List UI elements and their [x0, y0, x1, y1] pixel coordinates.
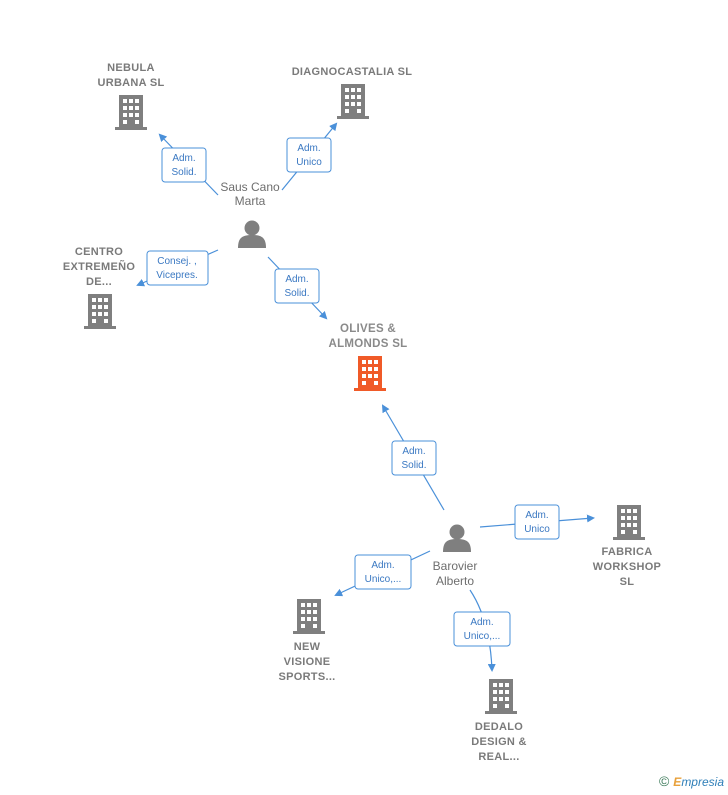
role-box-saus-diagno[interactable]: Adm. Unico — [286, 137, 332, 173]
role-box-saus-centro[interactable]: Consej. , Vicepres. — [146, 250, 209, 286]
role-line: Adm. — [285, 274, 308, 285]
role-line: Unico — [524, 524, 550, 535]
role-line: Adm. — [371, 560, 394, 571]
company-name-line: DESIGN & — [471, 736, 527, 748]
brand-name: mpresia — [681, 775, 724, 789]
person-name-line: Saus Cano — [220, 180, 280, 194]
role-box-barovier-dedalo[interactable]: Adm. Unico,... — [453, 611, 511, 647]
person-node-barovier[interactable]: Barovier Alberto — [433, 524, 478, 589]
company-name-line: DEDALO — [475, 721, 523, 733]
company-name-line: REAL... — [478, 751, 519, 763]
company-name-line: WORKSHOP — [593, 561, 661, 573]
company-node-fabrica[interactable]: FABRICA WORKSHOP SL — [593, 505, 661, 588]
role-line: Vicepres. — [156, 270, 198, 281]
company-node-centro[interactable]: CENTRO EXTREMEÑO DE... — [63, 246, 136, 329]
company-name-line: EXTREMEÑO — [63, 260, 136, 273]
person-name-line: Alberto — [436, 574, 474, 588]
company-name-line: CENTRO — [75, 246, 123, 258]
role-box-barovier-olives[interactable]: Adm. Solid. — [391, 440, 437, 476]
building-icon-main — [354, 356, 386, 391]
person-node-saus[interactable]: Saus Cano Marta — [220, 180, 280, 248]
company-name-line: URBANA SL — [97, 77, 164, 89]
company-name-line: DE... — [86, 276, 112, 288]
role-line: Adm. — [470, 617, 493, 628]
building-icon — [84, 294, 116, 329]
company-name-line: VISIONE — [284, 656, 331, 668]
company-node-dedalo[interactable]: DEDALO DESIGN & REAL... — [471, 679, 527, 763]
person-icon — [238, 220, 266, 248]
role-box-saus-olives[interactable]: Adm. Solid. — [274, 268, 320, 304]
company-name-line: SPORTS... — [278, 671, 335, 683]
role-box-barovier-newvis[interactable]: Adm. Unico,... — [354, 554, 412, 590]
company-name-line: FABRICA — [602, 546, 653, 558]
copyright-footer: ©Empresia — [659, 773, 724, 789]
company-node-newvis[interactable]: NEW VISIONE SPORTS... — [278, 599, 335, 683]
company-name-line: OLIVES & — [340, 323, 396, 335]
role-line: Adm. — [525, 510, 548, 521]
role-labels: Adm. Solid. Adm. Unico Consej. , Vicepre… — [146, 137, 560, 647]
role-line: Adm. — [402, 446, 425, 457]
role-line: Unico,... — [365, 574, 402, 585]
company-node-diagno[interactable]: DIAGNOCASTALIA SL — [292, 66, 413, 119]
role-line: Unico — [296, 157, 322, 168]
building-icon — [613, 505, 645, 540]
person-name-line: Barovier — [433, 559, 478, 573]
company-name-line: NEBULA — [107, 62, 155, 74]
role-line: Solid. — [171, 167, 196, 178]
building-icon — [485, 679, 517, 714]
person-icon — [443, 524, 471, 552]
building-icon — [293, 599, 325, 634]
role-line: Solid. — [284, 288, 309, 299]
building-icon — [337, 84, 369, 119]
company-name-line: DIAGNOCASTALIA SL — [292, 66, 413, 78]
role-line: Adm. — [297, 143, 320, 154]
building-icon — [115, 95, 147, 130]
company-node-olives[interactable]: OLIVES & ALMONDS SL — [328, 323, 407, 391]
role-box-barovier-fabrica[interactable]: Adm. Unico — [514, 504, 560, 540]
brand-initial: E — [673, 775, 682, 789]
company-name-line: ALMONDS SL — [328, 338, 407, 350]
person-name-line: Marta — [235, 194, 266, 208]
role-line: Unico,... — [464, 631, 501, 642]
role-line: Consej. , — [157, 256, 196, 267]
role-line: Solid. — [401, 460, 426, 471]
company-node-nebula[interactable]: NEBULA URBANA SL — [97, 62, 164, 130]
role-box-saus-nebula[interactable]: Adm. Solid. — [161, 147, 207, 183]
role-line: Adm. — [172, 153, 195, 164]
copyright-icon: © — [658, 773, 670, 789]
company-name-line: SL — [620, 576, 635, 588]
company-name-line: NEW — [294, 641, 321, 653]
